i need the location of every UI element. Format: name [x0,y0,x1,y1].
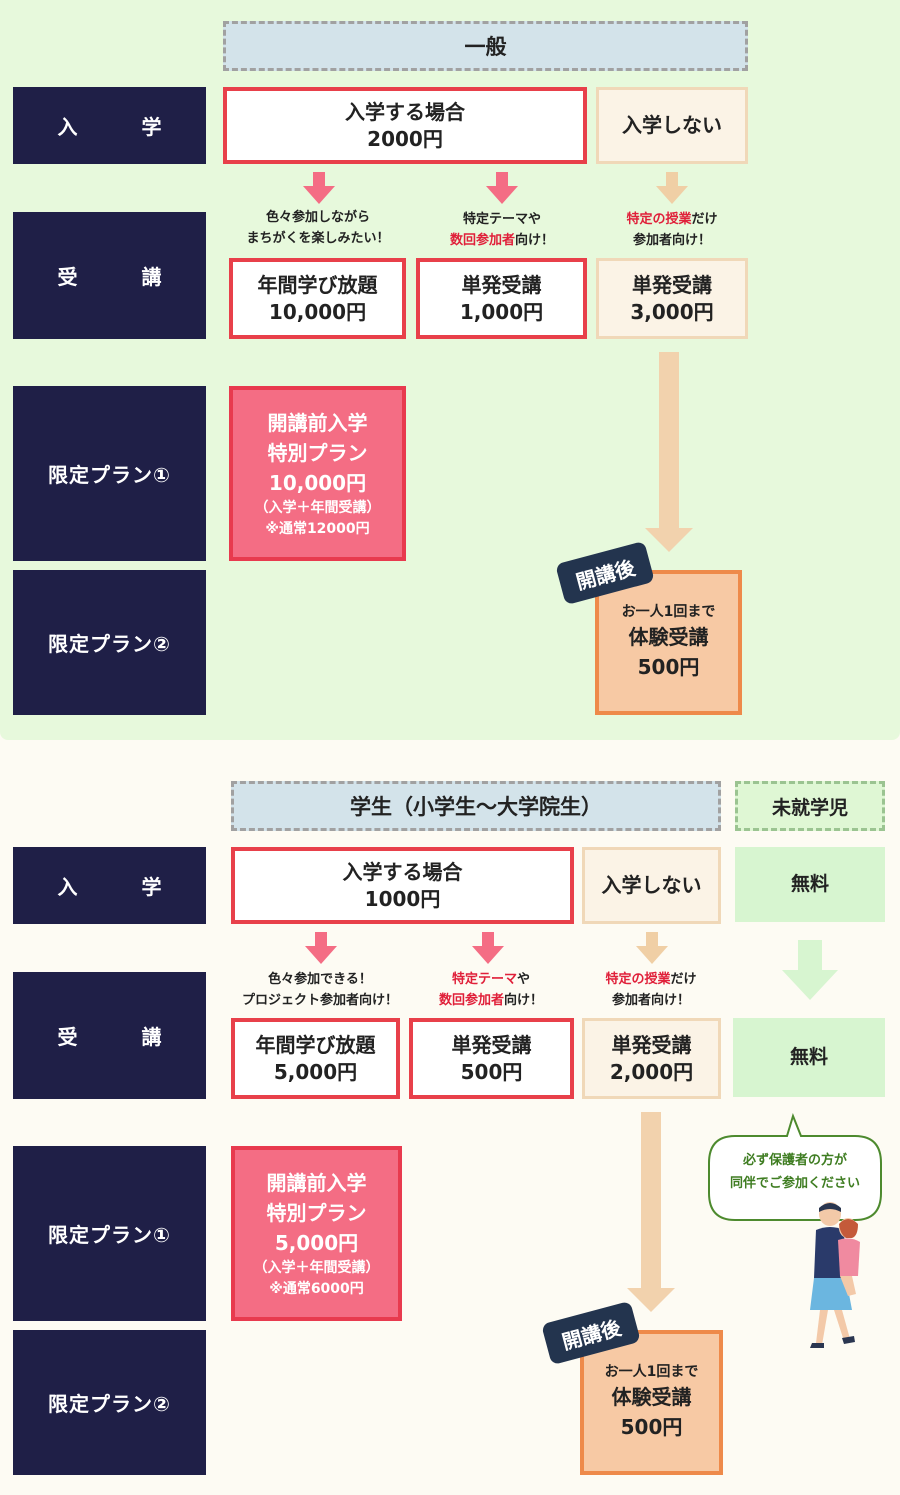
note-single3: 特定の授業だけ 参加者向け！ [626,212,718,248]
unlimited-course-box: 年間学び放題 10,000円 [229,258,406,339]
parent-child-illustration [810,1202,860,1348]
single-course-box: 単発受講 500円 [409,1018,574,1099]
arrow-down-icon [782,940,838,1000]
no-enroll-box: 入学しない [582,847,721,924]
single3-course-box: 単発受講 3,000円 [596,258,748,339]
note-single: 特定テーマや 数回参加者向け！ [438,972,544,1008]
long-arrow-down-icon [645,352,693,552]
arrow-down-icon [656,172,688,204]
label-plan1: 限定プラン① [13,386,206,561]
label-plan2: 限定プラン② [13,570,206,715]
label-course: 受 講 [13,212,206,339]
enroll-box: 入学する場合 2000円 [223,87,587,164]
note-unlimited: 色々参加しながら まちがくを楽しみたい！ [246,210,390,246]
student-header: 学生（小学生〜大学院生） [231,781,721,831]
single3-course-box: 単発受講 2,000円 [582,1018,721,1099]
enroll-box: 入学する場合 1000円 [231,847,574,924]
no-enroll-box: 入学しない [596,87,748,164]
guardian-note: 必ず保護者の方が 同伴でご参加ください [729,1153,860,1191]
plan1-box: 開講前入学 特別プラン 5,000円 （入学＋年間受講） ※通常6000円 [231,1146,402,1321]
long-arrow-down-icon [627,1112,675,1312]
plan1-box: 開講前入学 特別プラン 10,000円 （入学＋年間受講） ※通常12000円 [229,386,406,561]
trial-box: お一人1回まで 体験受講 500円 [595,570,742,715]
arrow-down-icon [636,932,668,964]
note-unlimited: 色々参加できる！ プロジェクト参加者向け！ [241,972,398,1008]
label-admission: 入 学 [13,847,206,924]
arrow-down-icon [472,932,504,964]
preschool-admission-box: 無料 [735,847,885,922]
single-course-box: 単発受講 1,000円 [416,258,587,339]
label-course: 受 講 [13,972,206,1099]
label-admission: 入 学 [13,87,206,164]
label-plan1: 限定プラン① [13,1146,206,1321]
general-header: 一般 [223,21,748,71]
speech-bubble [708,1112,882,1221]
label-plan2: 限定プラン② [13,1330,206,1475]
unlimited-course-box: 年間学び放題 5,000円 [231,1018,400,1099]
trial-box: お一人1回まで 体験受講 500円 [580,1330,723,1475]
note-single3: 特定の授業だけ 参加者向け！ [605,972,697,1008]
preschool-course-box: 無料 [733,1018,885,1097]
preschool-header: 未就学児 [735,781,885,831]
arrow-down-icon [305,932,337,964]
note-single: 特定テーマや 数回参加者向け！ [449,212,555,248]
arrow-down-icon [486,172,518,204]
arrow-down-icon [303,172,335,204]
